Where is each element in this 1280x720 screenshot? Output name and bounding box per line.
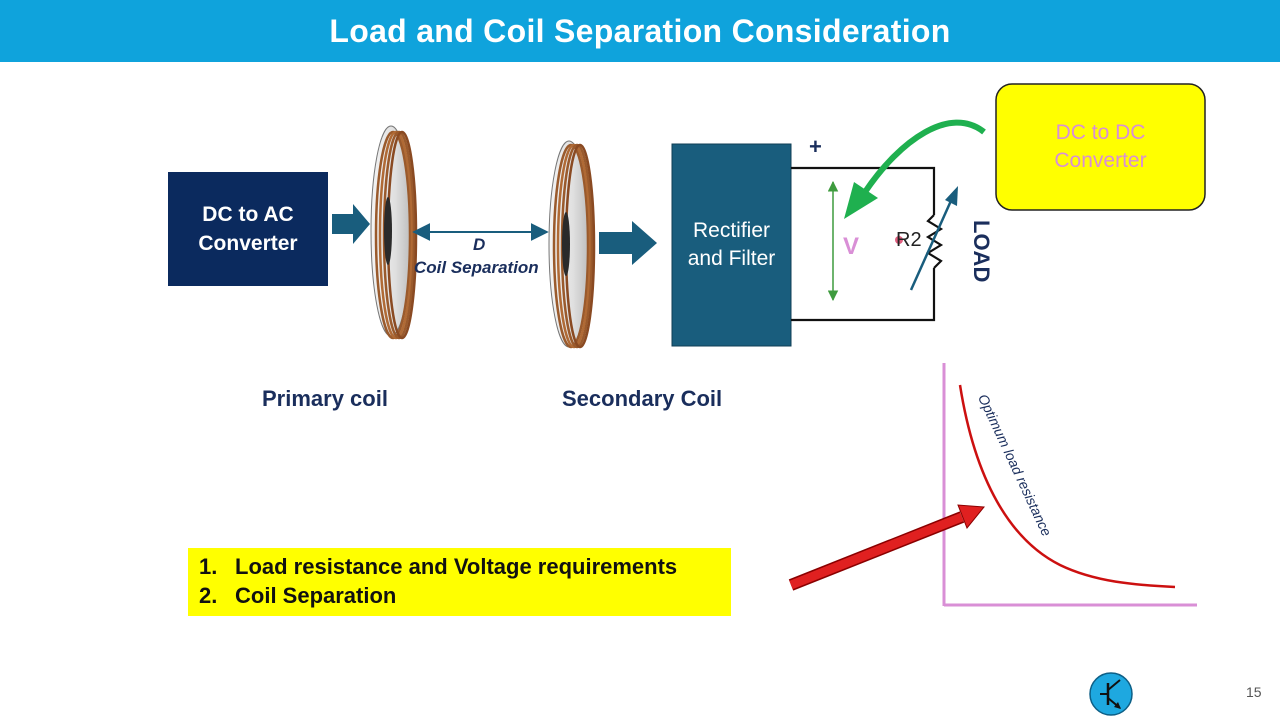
dc-ac-converter-block <box>168 172 328 286</box>
list-item-number: 1. <box>199 554 218 579</box>
requirements-list: 1. Load resistance and Voltage requiremen… <box>188 548 731 616</box>
secondary-coil-label: Secondary Coil <box>562 386 723 411</box>
transistor-logo-icon <box>1089 672 1133 716</box>
output-wire-bottom <box>791 268 936 322</box>
block-arrow-1 <box>332 204 370 244</box>
load-label: LOAD <box>969 220 994 283</box>
list-item: 1. Load resistance and Voltage requiremen… <box>199 554 677 580</box>
dc-ac-converter-label: DC to AC Converter <box>198 203 298 255</box>
output-wire-top <box>791 166 936 215</box>
slide-title: Load and Coil Separation Consideration <box>329 12 951 49</box>
primary-coil-label: Primary coil <box>262 386 388 411</box>
list-item: 2. Coil Separation <box>199 583 396 609</box>
red-arrowhead <box>957 504 985 529</box>
variable-resistor-arrowhead <box>945 186 958 206</box>
variable-resistor-arrow <box>909 193 956 291</box>
pointer-dot <box>895 236 903 244</box>
green-arrowhead <box>844 182 878 219</box>
coil-separation-label: Coil Separation <box>414 258 539 277</box>
distance-label: D <box>473 235 486 254</box>
list-item-number: 2. <box>199 583 218 608</box>
secondary-coil <box>548 140 596 349</box>
list-item-text: Coil Separation <box>235 583 397 608</box>
voltage-label: V <box>843 233 860 260</box>
green-curved-arrow <box>862 119 986 194</box>
optimum-load-curve <box>958 384 1176 589</box>
rectifier-filter-block <box>671 143 792 347</box>
title-bar: Load and Coil Separation Consideration <box>0 0 1280 62</box>
resistor-label: R2 <box>896 229 922 251</box>
block-arrow-2 <box>599 221 657 265</box>
rectifier-filter-label: Rectifier and Filter <box>687 219 776 270</box>
dc-dc-converter-block <box>995 83 1206 211</box>
dc-dc-converter-label: DC to DC Converter <box>1054 121 1147 172</box>
primary-coil <box>370 125 418 340</box>
list-item-text: Load resistance and Voltage requirements <box>235 554 678 579</box>
positive-terminal-label: + <box>809 134 822 159</box>
load-resistor <box>925 214 944 269</box>
page-number: 15 <box>1246 684 1262 700</box>
